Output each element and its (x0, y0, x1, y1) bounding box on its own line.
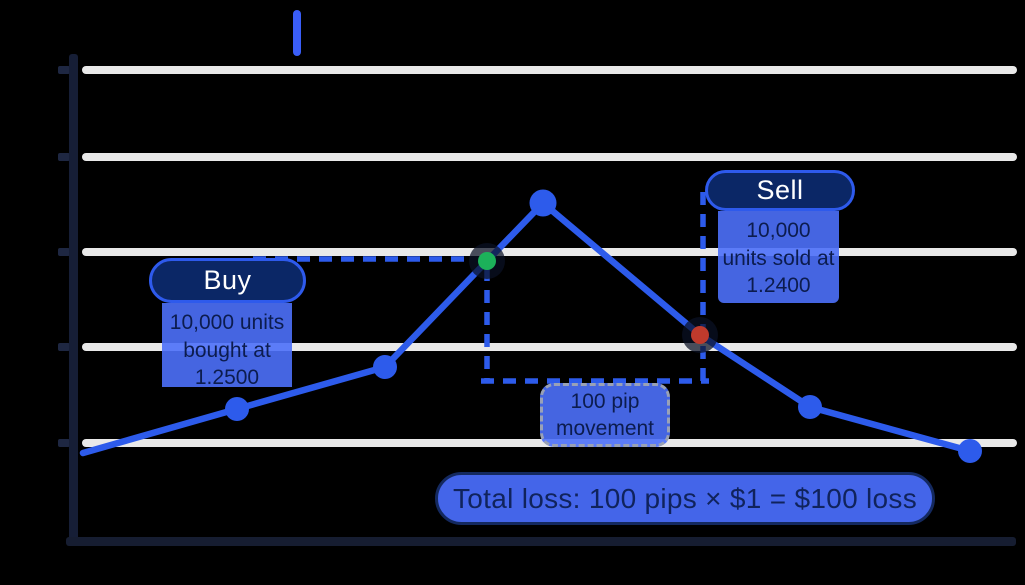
buy-point-dot (478, 252, 496, 270)
price-line (79, 199, 974, 457)
pip-movement-box: 100 pip movement (540, 383, 670, 447)
buy-label-pill: Buy (149, 258, 306, 303)
data-point-marker (373, 355, 397, 379)
pip-movement-line1: 100 pip (570, 389, 640, 413)
sell-units: 10,000 (746, 219, 811, 242)
buy-action: bought at (183, 338, 271, 362)
x-axis-line (66, 537, 1016, 546)
buy-units: 10,000 units (169, 311, 285, 334)
buy-label: Buy (203, 265, 252, 295)
y-axis-tick (58, 248, 70, 256)
total-loss-pill: Total loss: 100 pips × $1 = $100 loss (435, 472, 935, 525)
total-loss-text: Total loss: 100 pips × $1 = $100 loss (452, 482, 918, 514)
sell-label-pill: Sell (705, 170, 855, 211)
sell-point-dot (691, 326, 709, 344)
title-accent-bar-icon (293, 10, 301, 56)
y-axis-tick (58, 153, 70, 161)
sell-price: 1.2400 (746, 274, 811, 298)
gridline (82, 66, 1017, 74)
data-point-marker (225, 397, 249, 421)
y-axis-tick (58, 66, 70, 74)
y-axis-tick (58, 439, 70, 447)
gridline (82, 343, 1017, 351)
gridline (82, 248, 1017, 256)
y-axis-line (69, 54, 78, 546)
sell-action: units sold at (722, 246, 835, 270)
sell-label: Sell (756, 175, 804, 205)
data-point-marker (529, 189, 557, 217)
gridline (82, 153, 1017, 161)
y-axis-tick (58, 343, 70, 351)
data-point-marker (958, 439, 982, 463)
sell-info-box: 10,000 units sold at 1.2400 (718, 211, 839, 303)
data-point-marker (798, 395, 822, 419)
buy-info-box: 10,000 units bought at 1.2500 (162, 303, 292, 389)
buy-price: 1.2500 (194, 366, 260, 390)
pip-movement-line2: movement (555, 417, 655, 440)
